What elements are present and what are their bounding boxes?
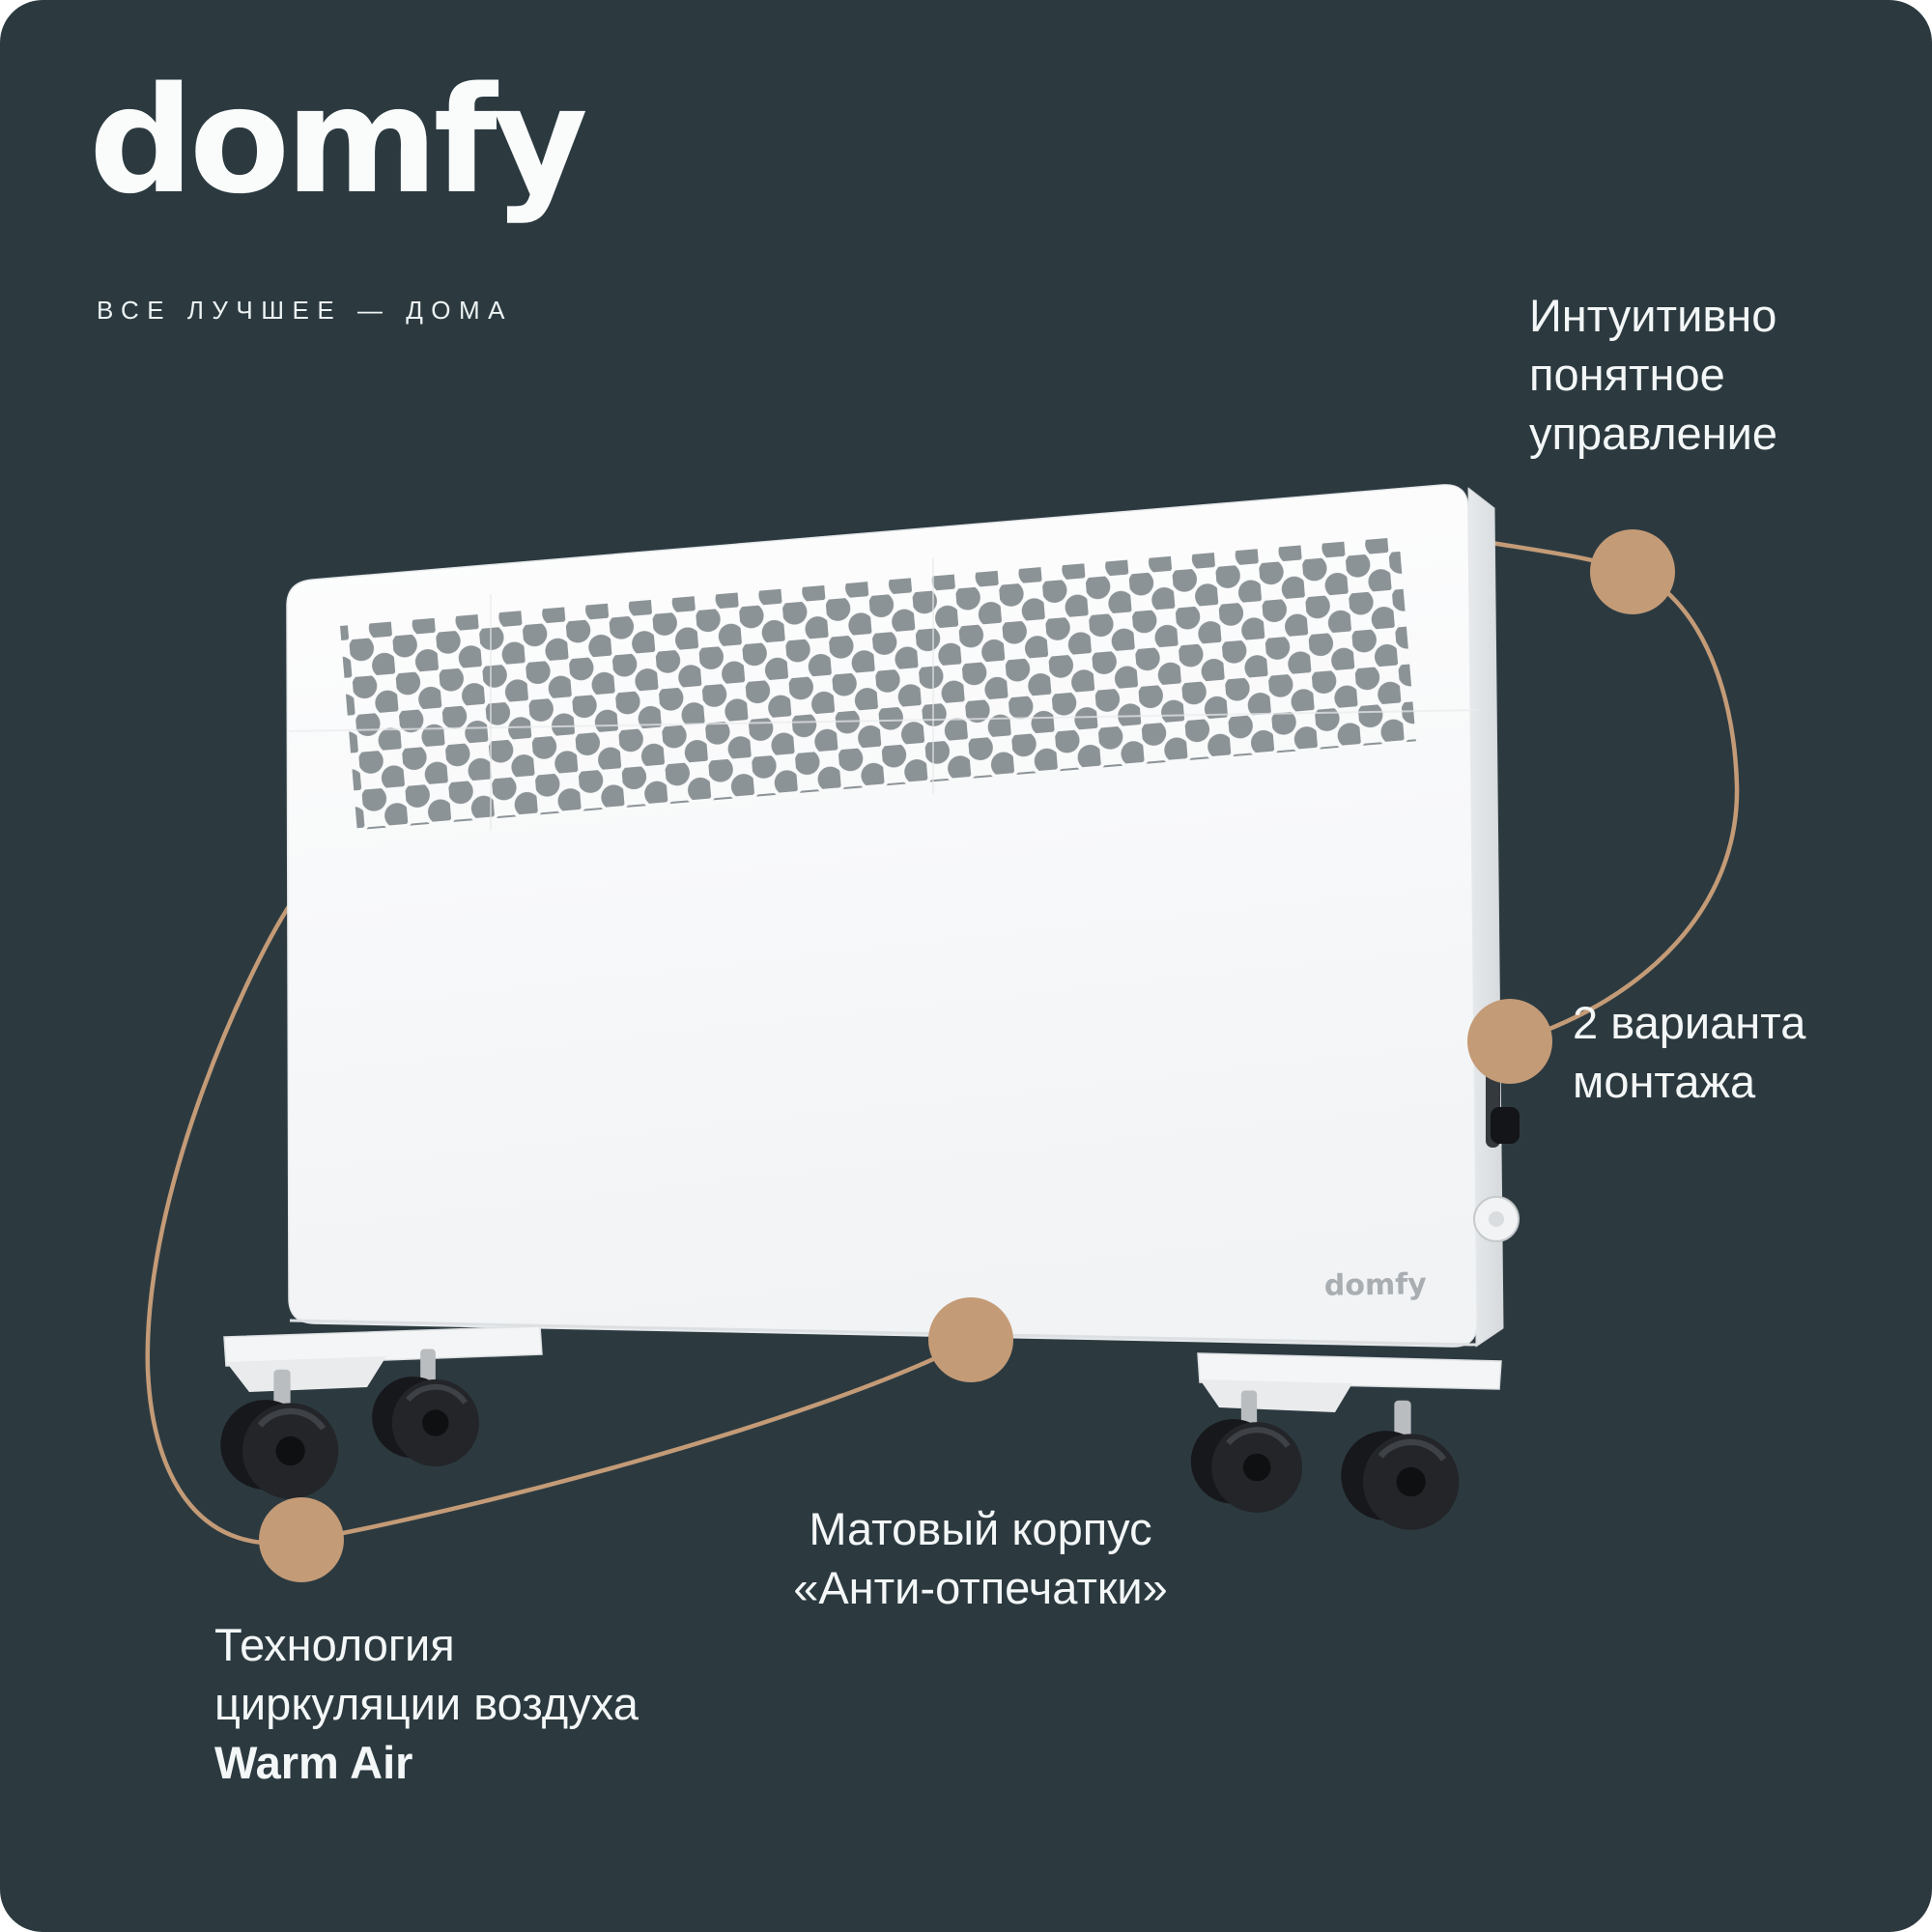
callout-intuitive-controls: Интуитивно понятное управление: [1529, 286, 1777, 463]
perforation-band: [340, 536, 1416, 831]
callout-line: управление: [1529, 408, 1778, 459]
callout-dot-warm-air: [259, 1497, 344, 1582]
callout-dot-mounting: [1467, 999, 1552, 1084]
foot-bracket-left-flange: [226, 1356, 386, 1392]
heater: domfy: [220, 484, 1520, 1538]
callout-line-highlight: Warm Air: [214, 1737, 413, 1788]
callout-warm-air: Технология циркуляции воздуха Warm Air: [214, 1615, 639, 1792]
callout-line: «Анти-отпечатки»: [793, 1562, 1168, 1613]
brand-logo: domfy: [89, 55, 588, 226]
foot-bracket-left: [223, 1325, 543, 1367]
brand-tagline: ВСЕ ЛУЧШЕЕ — ДОМА: [97, 296, 514, 325]
control-lever: [1491, 1107, 1520, 1144]
callout-line: циркуляции воздуха: [214, 1678, 639, 1729]
caster-wheel-right-rear: [1341, 1401, 1466, 1538]
thermostat-knob-center: [1489, 1211, 1504, 1227]
panel-seam-horizontal: [288, 709, 1478, 732]
callout-line: понятное: [1529, 349, 1725, 400]
caster-wheel-left-front: [220, 1370, 346, 1507]
panel-bottom-edge: [289, 1319, 1477, 1347]
caster-wheel-left-rear: [372, 1350, 486, 1474]
callout-matte-body: Матовый корпус «Анти-отпечатки»: [739, 1499, 1222, 1617]
callout-mounting-options: 2 варианта монтажа: [1573, 993, 1805, 1111]
callout-dot-controls: [1590, 529, 1675, 614]
callout-line: 2 варианта: [1573, 997, 1806, 1048]
callout-dot-matte: [928, 1297, 1013, 1382]
callout-line: монтажа: [1573, 1056, 1756, 1107]
callout-line: Матовый корпус: [809, 1503, 1152, 1554]
device-logo: domfy: [1324, 1267, 1428, 1303]
callout-line: Интуитивно: [1529, 290, 1777, 341]
foot-bracket-right-flange: [1200, 1379, 1352, 1412]
callout-line: Технология: [214, 1619, 455, 1670]
foot-bracket-right: [1197, 1352, 1502, 1390]
